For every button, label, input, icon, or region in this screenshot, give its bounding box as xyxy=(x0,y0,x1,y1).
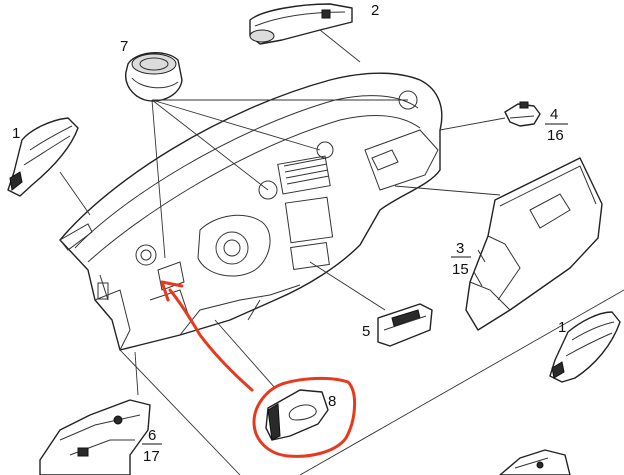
floor-reference-line xyxy=(299,289,624,475)
fraction-bars xyxy=(142,123,568,445)
red-annotation xyxy=(160,280,356,458)
label-part-2: 2 xyxy=(371,2,379,19)
label-part-4: 4 xyxy=(550,106,558,123)
red-circle xyxy=(252,376,356,458)
label-part-8: 8 xyxy=(328,393,336,410)
label-part-7: 7 xyxy=(120,38,128,55)
label-part-1-right: 1 xyxy=(558,319,566,336)
red-arrow-head xyxy=(160,280,184,302)
part-3-15-glovebox xyxy=(465,157,603,331)
part-4-16-clip xyxy=(504,101,541,127)
label-part-5: 5 xyxy=(362,323,370,340)
lower-right-bracket xyxy=(499,449,571,475)
part-5-bezel xyxy=(377,303,433,347)
label-part-3: 3 xyxy=(456,240,464,257)
label-part-16: 16 xyxy=(547,127,564,144)
label-part-17: 17 xyxy=(143,448,160,465)
red-arrow-shaft xyxy=(168,288,254,392)
floor-reference-line-2 xyxy=(119,349,241,475)
part-7-round-vent xyxy=(125,52,183,102)
dashboard-assembly xyxy=(59,72,443,351)
leader-lines xyxy=(59,29,506,396)
part-2-top-duct xyxy=(249,3,353,45)
part-8-clip xyxy=(265,389,329,441)
label-part-15: 15 xyxy=(452,261,469,278)
part-1-right-vent xyxy=(549,311,621,383)
part-6-17-bracket xyxy=(39,399,151,475)
label-part-1-left: 1 xyxy=(12,125,20,142)
label-part-6: 6 xyxy=(148,427,156,444)
part-1-left-vent xyxy=(7,117,79,197)
